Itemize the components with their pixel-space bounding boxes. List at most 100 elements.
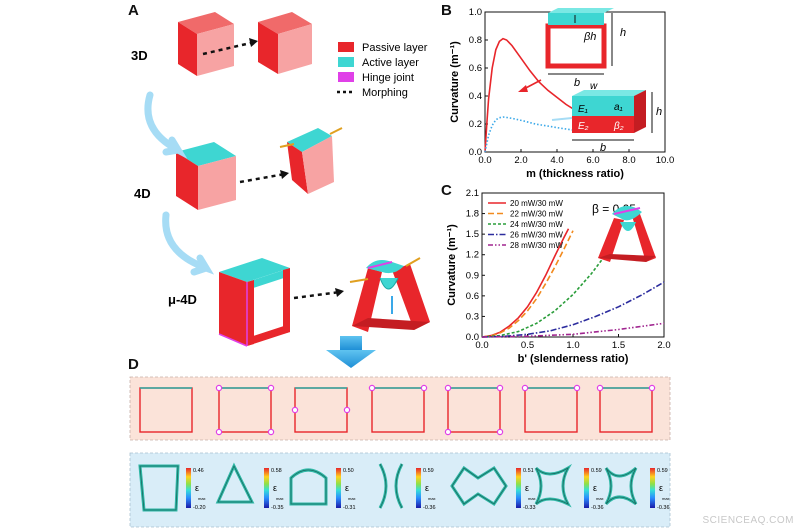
panel-letter-d: D [128, 356, 139, 373]
hinge-joint [648, 384, 656, 392]
inset-c-folded-frame [598, 206, 656, 262]
force-arrow-left-4d [279, 143, 295, 148]
colorbar-sublabel: max [428, 496, 436, 501]
colorbar [336, 468, 341, 508]
colorbar-label: ε [593, 483, 597, 493]
x-tick-label: 2.0 [657, 340, 670, 351]
curved-arrow-icon [144, 91, 188, 159]
panel-d-top-row [129, 376, 671, 441]
legend-label: 24 mW/30 mW [510, 220, 563, 229]
colorbar-max: 0.58 [271, 468, 282, 474]
y-tick-label: 0.8 [469, 35, 482, 46]
x-tick-label: 0.5 [521, 340, 534, 351]
panel-letter-c: C [441, 182, 452, 199]
cube-4d-initial [176, 142, 236, 210]
panel-letter-b: B [441, 2, 452, 19]
colorbar-label: ε [273, 483, 277, 493]
legend-label: 26 mW/30 mW [510, 231, 563, 240]
colorbar-sublabel: max [348, 496, 356, 501]
cube-3d-final [258, 12, 312, 74]
x-tick-label: 8.0 [622, 155, 635, 166]
y-tick-label: 2.1 [466, 188, 479, 199]
row-label-3d: 3D [131, 48, 148, 63]
inset-a1: a₁ [614, 102, 623, 113]
legend-swatch [338, 57, 354, 67]
colorbar-min: -0.35 [271, 505, 284, 511]
colorbar-min: -0.36 [423, 505, 436, 511]
morph-arrow-3 [293, 290, 341, 300]
watermark: SCIENCEAQ.COM [702, 515, 794, 526]
y-tick-label: 0.4 [469, 91, 482, 102]
y-tick-label: 0.2 [469, 119, 482, 130]
hinge-joint [496, 428, 504, 436]
inset-w: w [590, 81, 598, 92]
series-line-1 [484, 37, 585, 153]
deformed-shape-outline [535, 466, 570, 505]
hinge-joint [291, 406, 299, 414]
series-line-4 [481, 281, 665, 338]
colorbar [516, 468, 521, 508]
hinge-joint [573, 384, 581, 392]
legend-label: 20 mW/30 mW [510, 199, 563, 208]
colorbar-max: 0.50 [343, 468, 354, 474]
colorbar-max: 0.46 [193, 468, 204, 474]
x-axis-label: m (thickness ratio) [526, 168, 624, 180]
row-label-mu4d: μ-4D [168, 292, 197, 307]
arrow-to-blue-curve [551, 117, 573, 121]
frame-mu4d-initial [218, 258, 290, 347]
colorbar [186, 468, 191, 508]
arrowhead-red [518, 85, 528, 92]
x-tick-label: 0.0 [475, 340, 488, 351]
colorbar-sublabel: max [276, 496, 284, 501]
hinge-joint [215, 428, 223, 436]
y-tick-label: 0.6 [466, 291, 479, 302]
legend-label: Hinge joint [362, 72, 414, 84]
hinge-joint [444, 384, 452, 392]
colorbar-label: ε [195, 483, 199, 493]
inset-b-top: b [574, 77, 580, 89]
deformed-shape-outline [290, 469, 327, 505]
y-tick-label: 0.0 [466, 332, 479, 343]
y-tick-label: 1.5 [466, 229, 479, 240]
x-tick-label: 10.0 [656, 155, 675, 166]
colorbar-min: -0.33 [523, 505, 536, 511]
force-arrow-left-mu4d [349, 278, 369, 283]
panel-letter-a: A [128, 2, 139, 19]
hinge-joint [420, 384, 428, 392]
colorbar-min: -0.31 [343, 505, 356, 511]
row-label-4d: 4D [134, 186, 151, 201]
y-tick-label: 1.2 [466, 250, 479, 261]
legend-label: 22 mW/30 mW [510, 210, 563, 219]
colorbar-label: ε [345, 483, 349, 493]
colorbar-max: 0.51 [523, 468, 534, 474]
inset-b-beam-schematic: E₁ E₂ a₁ β₂ w h b [572, 81, 662, 154]
hinge-joint [596, 384, 604, 392]
colorbar-sublabel: max [596, 496, 604, 501]
down-arrow-icon [326, 336, 376, 368]
cube-4d-bent [287, 128, 334, 194]
colorbar-min: -0.36 [591, 505, 604, 511]
y-axis-label: Curvature (m⁻¹) [446, 224, 458, 306]
x-tick-label: 6.0 [586, 155, 599, 166]
colorbar-label: ε [525, 483, 529, 493]
hinge-joint [267, 428, 275, 436]
colorbar [650, 468, 655, 508]
legend-swatch [338, 42, 354, 52]
x-tick-label: 4.0 [550, 155, 563, 166]
hinge-joint [521, 384, 529, 392]
y-tick-label: 0.3 [466, 311, 479, 322]
colorbar-min: -0.36 [657, 505, 670, 511]
hinge-joint [368, 384, 376, 392]
deformed-shape-outline [605, 467, 637, 505]
colorbar-sublabel: max [198, 496, 206, 501]
hinge-joint [444, 428, 452, 436]
force-arrow-right-mu4d [405, 257, 421, 267]
inset-b-frame-schematic: βh h b [545, 8, 626, 89]
colorbar [264, 468, 269, 508]
series-line-3 [481, 249, 611, 338]
colorbar-label: ε [425, 483, 429, 493]
colorbar-sublabel: max [528, 496, 536, 501]
y-tick-label: 0.9 [466, 270, 479, 281]
